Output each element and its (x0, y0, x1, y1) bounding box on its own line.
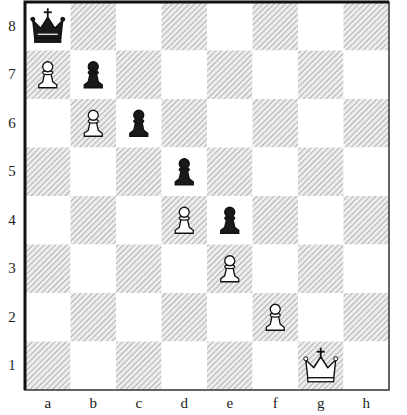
file-label: h (363, 396, 371, 411)
light-square (25, 2, 71, 51)
light-square (116, 293, 162, 342)
dark-square (207, 245, 253, 294)
white-pawn (84, 110, 102, 136)
file-label: d (181, 396, 189, 411)
light-square (25, 196, 71, 245)
light-square (71, 148, 117, 197)
light-square (25, 293, 71, 342)
light-square (116, 196, 162, 245)
dark-square (253, 196, 299, 245)
rank-label: 2 (8, 310, 16, 325)
rank-label: 3 (8, 261, 16, 276)
dark-square (253, 293, 299, 342)
white-pawn (175, 207, 193, 233)
light-square (207, 293, 253, 342)
dark-square (162, 196, 208, 245)
rank-label: 5 (8, 164, 16, 179)
dark-square (298, 342, 344, 391)
dark-square (207, 148, 253, 197)
light-square (253, 342, 299, 391)
file-label: a (44, 396, 51, 411)
light-square (162, 342, 208, 391)
rank-label: 8 (8, 19, 16, 34)
squares (25, 2, 389, 390)
light-square (298, 196, 344, 245)
light-square (207, 99, 253, 148)
black-pawn (175, 159, 193, 185)
file-label: b (90, 396, 98, 411)
dark-square (25, 51, 71, 100)
board-edge (25, 2, 389, 390)
dark-square (207, 51, 253, 100)
white-pawn (221, 256, 239, 282)
light-square (344, 51, 390, 100)
rank-label: 6 (8, 116, 16, 131)
light-square (162, 245, 208, 294)
dark-square (344, 196, 390, 245)
dark-square (253, 99, 299, 148)
light-square (253, 148, 299, 197)
dark-square (344, 99, 390, 148)
dark-square (116, 51, 162, 100)
light-square (25, 99, 71, 148)
file-label: e (226, 396, 233, 411)
black-pawn (84, 62, 102, 88)
dark-square (71, 293, 117, 342)
light-square (71, 245, 117, 294)
dark-square (162, 293, 208, 342)
light-square (298, 99, 344, 148)
light-square (116, 2, 162, 51)
light-square (344, 342, 390, 391)
light-square (116, 99, 162, 148)
light-square (71, 342, 117, 391)
white-pawn (39, 62, 57, 88)
black-king (31, 8, 65, 42)
dark-square (298, 148, 344, 197)
rank-label: 1 (8, 358, 16, 373)
black-pawn (130, 110, 148, 136)
black-pawn (221, 207, 239, 233)
pieces (31, 8, 338, 382)
file-label: c (135, 396, 142, 411)
dark-square (25, 245, 71, 294)
light-square (298, 2, 344, 51)
dark-square (344, 293, 390, 342)
rank-label: 4 (8, 213, 16, 228)
dark-square (162, 99, 208, 148)
rank-label: 7 (8, 67, 16, 82)
dark-square (207, 342, 253, 391)
file-label: g (317, 396, 325, 411)
file-label: f (273, 396, 278, 411)
dark-square (298, 245, 344, 294)
light-square (207, 196, 253, 245)
dark-square (162, 2, 208, 51)
board-border (25, 2, 389, 390)
dark-square (71, 196, 117, 245)
white-pawn (266, 304, 284, 330)
light-square (207, 2, 253, 51)
dark-square (71, 99, 117, 148)
dark-square (116, 148, 162, 197)
white-king (304, 348, 338, 382)
light-square (344, 148, 390, 197)
light-square (253, 51, 299, 100)
light-square (162, 148, 208, 197)
dark-square (25, 148, 71, 197)
light-square (71, 51, 117, 100)
dark-square (253, 2, 299, 51)
dark-square (116, 245, 162, 294)
light-square (344, 245, 390, 294)
light-square (298, 293, 344, 342)
dark-square (298, 51, 344, 100)
dark-square (25, 342, 71, 391)
light-square (253, 245, 299, 294)
dark-square (116, 342, 162, 391)
dark-square (71, 2, 117, 51)
dark-square (344, 2, 390, 51)
light-square (162, 51, 208, 100)
